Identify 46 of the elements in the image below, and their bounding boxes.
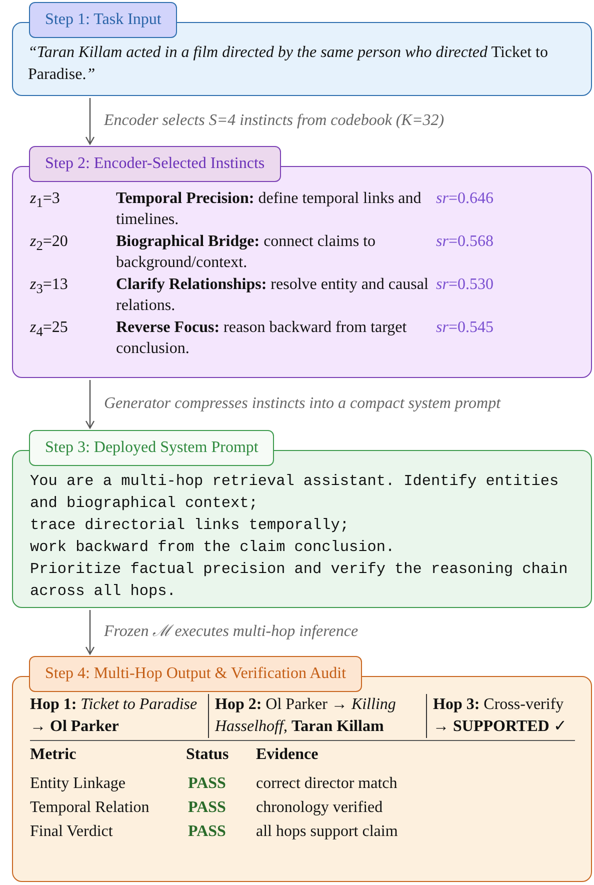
instinct-index: z$_{1}$=3 [30,189,61,212]
metric-name: Entity Linkage [30,774,127,794]
arrow [85,380,95,429]
quote-text: “Taran Killam acted in a film directed by the same person who directed Ticket to Paradise.” [28,43,549,85]
prompt-line: You are a multi-hop retrieval assistant. Identify entities and biographical context; [30,471,560,514]
column-header: Evidence [256,745,320,765]
score-value: sr=0.530 [436,275,494,295]
edge-label: Encoder selects S=4 instincts from codebook (K=32) [102,111,446,131]
column-header: Status [186,745,230,765]
edge-label: Frozen ℳ executes multi-hop inference [102,622,360,642]
score-value: sr=0.545 [436,318,494,338]
instinct-index: z$_{3}$=13 [30,275,69,298]
hop-cell: Hop 2: Ol Parker → Killing Hasselhoff, Taran Killam [208,694,426,738]
hop-cell: Hop 3: Cross-verify → SUPPORTED ✓ [426,694,575,738]
step-card [12,430,592,608]
step-tab: Step 3: Deployed System Prompt [29,430,274,466]
arrow [85,610,95,655]
step-tab: Step 2: Encoder-Selected Instincts [29,146,281,182]
status-value: PASS [187,822,227,842]
step-tab: Step 1: Task Input [29,2,178,38]
step-card [12,146,592,378]
evidence-text: chronology verified [256,798,384,818]
prompt-line: work backward from the claim conclusion. [30,537,396,558]
step-card [12,2,592,96]
hop-cell-text: Hop 1: Ticket to Paradise → Ol Parker [30,695,198,737]
instinct-description: Temporal Precision: define temporal links and timelines. [116,189,422,230]
edge-label: Generator compresses instincts into a compact system prompt [102,394,503,414]
arrow [85,98,95,145]
instinct-index: z$_{2}$=20 [30,232,69,256]
column-header: Metric [30,745,78,765]
status-value: PASS [187,774,227,794]
prompt-line: Prioritize factual precision and verify the reasoning chain across all hops. [30,559,569,602]
metric-name: Temporal Relation [30,798,150,818]
metric-name: Final Verdict [30,822,114,842]
step-tab: Step 4: Multi-Hop Output & Verification Audit [29,656,362,692]
instinct-description: Biographical Bridge: connect claims to background/context. [116,232,377,273]
instinct-description: Reverse Focus: reason backward from target conclusion. [116,318,408,359]
evidence-text: correct director match [256,774,398,794]
instinct-description: Clarify Relationships: resolve entity and causal relations. [116,275,430,316]
instinct-index: z$_{4}$=25 [30,318,69,342]
step-card [12,656,592,882]
prompt-line: trace directorial links temporally; [30,515,350,536]
status-value: PASS [187,798,227,818]
score-value: sr=0.568 [436,232,494,252]
evidence-text: all hops support claim [256,822,399,842]
score-value: sr=0.646 [436,189,494,209]
